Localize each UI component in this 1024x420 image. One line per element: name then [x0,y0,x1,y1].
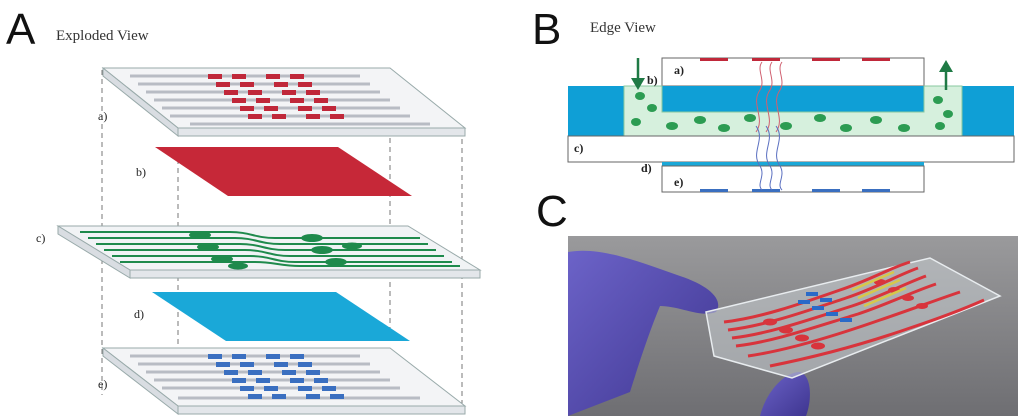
panel-a-title: Exploded View [56,28,149,44]
edge-field-lines-red [755,61,783,133]
panel-c-letter: C [536,187,568,236]
red-electrode-array [208,74,344,119]
edge-substrate [567,135,1015,163]
panel-a: A Exploded View [6,5,482,416]
photo-yellow-channels [851,270,907,308]
glove-left [568,250,719,416]
edge-label-b: b) [647,73,658,87]
exploded-label-a: a) [98,109,107,123]
edge-bottom-electrodes [700,189,890,192]
edge-label-e: e) [674,175,683,189]
edge-label-a: a) [674,63,684,77]
photo-red-channels [723,260,985,368]
panel-a-letter: A [6,5,36,54]
edge-label-c: c) [574,141,583,155]
green-channels [80,231,460,267]
edge-top-electrodes [700,58,890,61]
edge-field-lines-blue [755,125,783,191]
blue-electrode-array [208,354,344,399]
exploded-label-d: d) [134,307,144,321]
inlet-arrow-icon [631,58,645,90]
edge-particles [631,92,953,132]
exploded-label-e: e) [98,377,107,391]
exploded-label-b: b) [136,165,146,179]
glove-fingertip [760,372,810,416]
panel-b-title: Edge View [590,20,656,36]
edge-bottom-slide [661,165,925,193]
panel-b-letter: B [532,5,561,54]
edge-label-d: d) [641,161,652,175]
layer-a-slide [101,66,467,138]
edge-blue-membrane [662,162,924,166]
layer-c-channel-slide [56,225,482,279]
exploded-label-c: c) [36,231,45,245]
outlet-arrow-icon [939,60,953,90]
panel-c: C [536,187,1018,416]
photo-blue-electrodes [798,292,852,322]
layer-d-membrane [152,292,410,341]
layer-b-membrane [155,147,412,196]
panel-b: B Edge View [532,5,1015,193]
photo-red-spots [763,279,928,350]
layer-e-slide [101,346,467,416]
device-photo [568,236,1018,416]
edge-top-slide [661,57,925,87]
